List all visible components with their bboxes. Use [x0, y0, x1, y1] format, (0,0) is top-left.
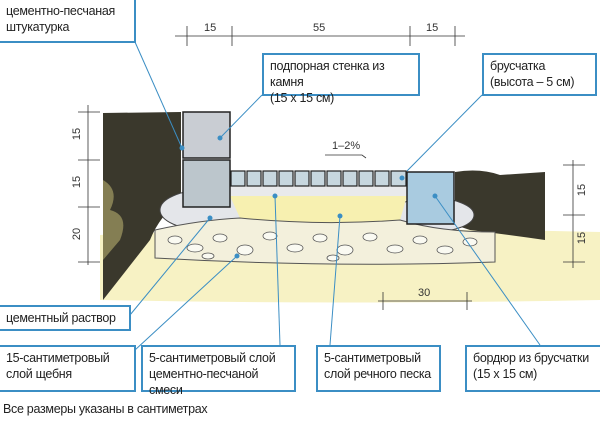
river-sand-layer [230, 196, 407, 223]
footer-note: Все размеры указаны в сантиметрах [3, 402, 208, 416]
paving-stones [230, 170, 407, 187]
label-text: штукатурка [6, 20, 70, 34]
label-text: 15-сантиметровый [6, 351, 110, 365]
label-text: слой щебня [6, 367, 72, 381]
label-text: (15 x 15 см) [473, 367, 538, 381]
label-text: цементно-песчаная [6, 4, 115, 18]
dim-left-3: 20 [71, 227, 84, 241]
label-curb: бордюр из брусчатки (15 x 15 см) [465, 345, 600, 392]
dim-top-3: 15 [426, 22, 439, 34]
dim-top-2: 55 [313, 22, 326, 34]
label-text: (15 x 15 см) [270, 91, 335, 105]
label-text: бордюр из брусчатки [473, 351, 589, 365]
label-text: 5-сантиметровый слой [149, 351, 276, 365]
soil-left [103, 112, 181, 300]
label-text: цементный раствор [6, 311, 116, 325]
soil-right [455, 170, 545, 240]
dim-top-1: 15 [204, 22, 217, 34]
label-river-sand: 5-сантиметровый слой речного песка [316, 345, 441, 392]
curb-stone [406, 171, 455, 225]
cement-sand-layer [230, 186, 407, 196]
label-retaining-wall: подпорная стенка из камня (15 x 15 см) [262, 53, 420, 105]
label-text: брусчатка [490, 59, 546, 73]
label-text: (высота – 5 см) [490, 75, 575, 89]
label-text: слой речного песка [324, 367, 431, 381]
wall-stone-lower [182, 159, 231, 208]
label-paving: брусчатка (высота – 5 см) [482, 53, 597, 96]
dim-right-1: 15 [576, 183, 589, 197]
slope-label: 1–2% [332, 140, 361, 152]
dim-left-2: 15 [71, 175, 84, 189]
label-cement-sand: 5-сантиметровый слой цементно-песчаной см… [141, 345, 296, 397]
label-text: 5-сантиметровый [324, 351, 421, 365]
label-gravel: 15-сантиметровый слой щебня [0, 345, 136, 392]
dim-right-2: 15 [576, 231, 589, 245]
dim-left-1: 15 [71, 127, 84, 141]
label-text: цементно-песчаной смеси [149, 367, 259, 397]
dim-bottom: 30 [418, 287, 431, 299]
label-mortar: цементный раствор [0, 305, 131, 331]
label-text: подпорная стенка из камня [270, 59, 385, 89]
wall-stone-upper [182, 111, 231, 159]
label-plaster: цементно-песчаная штукатурка [0, 0, 136, 43]
